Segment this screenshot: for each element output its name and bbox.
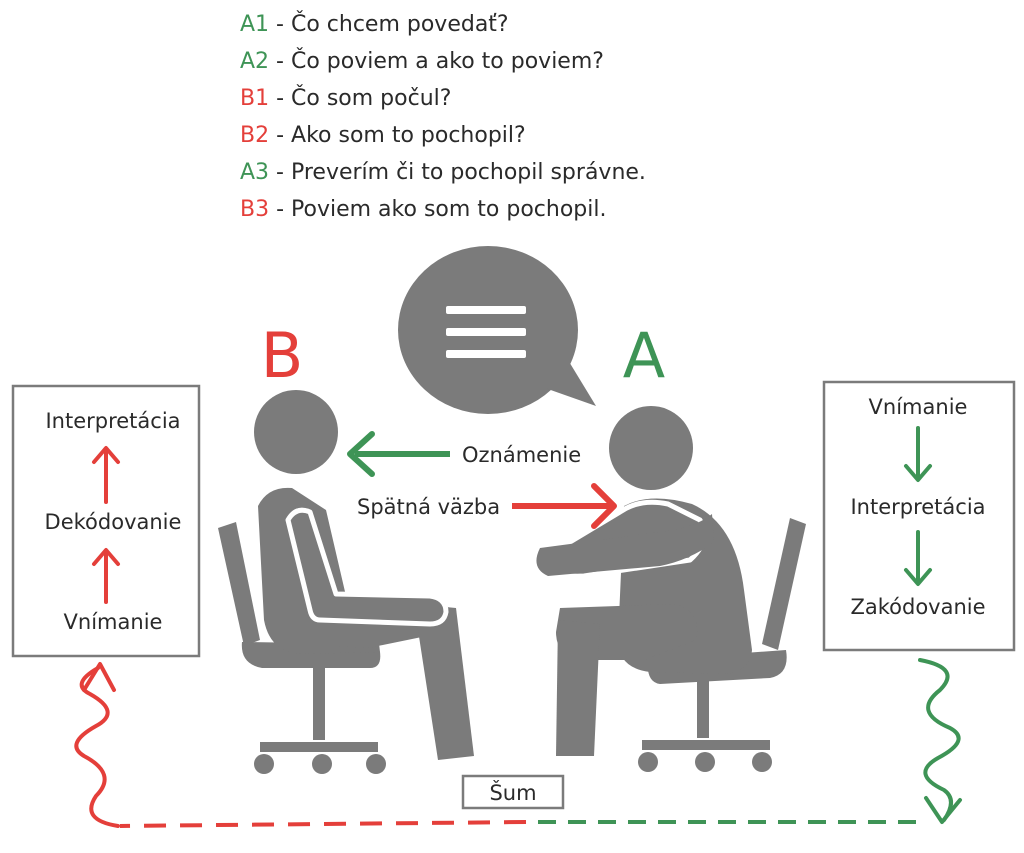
noise-path-red (119, 820, 527, 828)
legend-list: A1 - Čo chcem povedať? A2 - Čo poviem a … (240, 6, 646, 228)
message-label: Oznámenie (462, 443, 581, 467)
legend-item-b1: B1 - Čo som počul? (240, 80, 646, 117)
red-squiggle (74, 666, 120, 828)
sender-step-interpretation: Interpretácia (850, 495, 985, 519)
legend-text: - Preverím či to pochopil správne. (269, 160, 646, 185)
legend-text: - Ako som to pochopil? (269, 123, 526, 148)
legend-text: - Čo poviem a ako to poviem? (269, 49, 604, 74)
down-arrow-icon (904, 530, 932, 586)
seated-person-b-icon (218, 390, 474, 774)
legend-item-a2: A2 - Čo poviem a ako to poviem? (240, 43, 646, 80)
sender-step-perception: Vnímanie (869, 395, 968, 419)
green-squiggle (918, 658, 961, 822)
seated-person-a-icon (536, 406, 806, 772)
feedback-label: Spätná väzba (357, 495, 500, 519)
legend-item-b3: B3 - Poviem ako som to pochopil. (240, 191, 646, 228)
up-arrow-icon (92, 446, 120, 504)
person-b-label: B (261, 319, 304, 392)
legend-code: A3 (240, 160, 270, 185)
down-arrow-icon (924, 796, 962, 824)
legend-item-a3: A3 - Preverím či to pochopil správne. (240, 154, 646, 191)
legend-code: B3 (240, 197, 270, 222)
legend-code: B1 (240, 86, 270, 111)
receiver-step-interpretation: Interpretácia (45, 409, 180, 433)
up-arrow-icon (82, 662, 116, 692)
legend-code: A1 (240, 12, 270, 37)
legend-code: B2 (240, 123, 270, 148)
legend-item-b2: B2 - Ako som to pochopil? (240, 117, 646, 154)
legend-item-a1: A1 - Čo chcem povedať? (240, 6, 646, 43)
receiver-step-perception: Vnímanie (64, 610, 163, 634)
noise-label: Šum (489, 780, 536, 805)
up-arrow-icon (92, 548, 120, 604)
legend-text: - Čo som počul? (269, 86, 452, 111)
sender-process-box (822, 380, 1016, 652)
receiver-step-decoding: Dekódovanie (45, 510, 182, 534)
speech-bubble-icon (398, 246, 596, 414)
person-a-label: A (623, 319, 665, 392)
receiver-process-box (11, 384, 201, 658)
noise-box (461, 774, 565, 810)
down-arrow-icon (904, 426, 932, 482)
legend-text: - Čo chcem povedať? (269, 12, 509, 37)
sender-step-encoding: Zakódovanie (850, 595, 985, 619)
legend-text: - Poviem ako som to pochopil. (269, 197, 607, 222)
legend-code: A2 (240, 49, 270, 74)
